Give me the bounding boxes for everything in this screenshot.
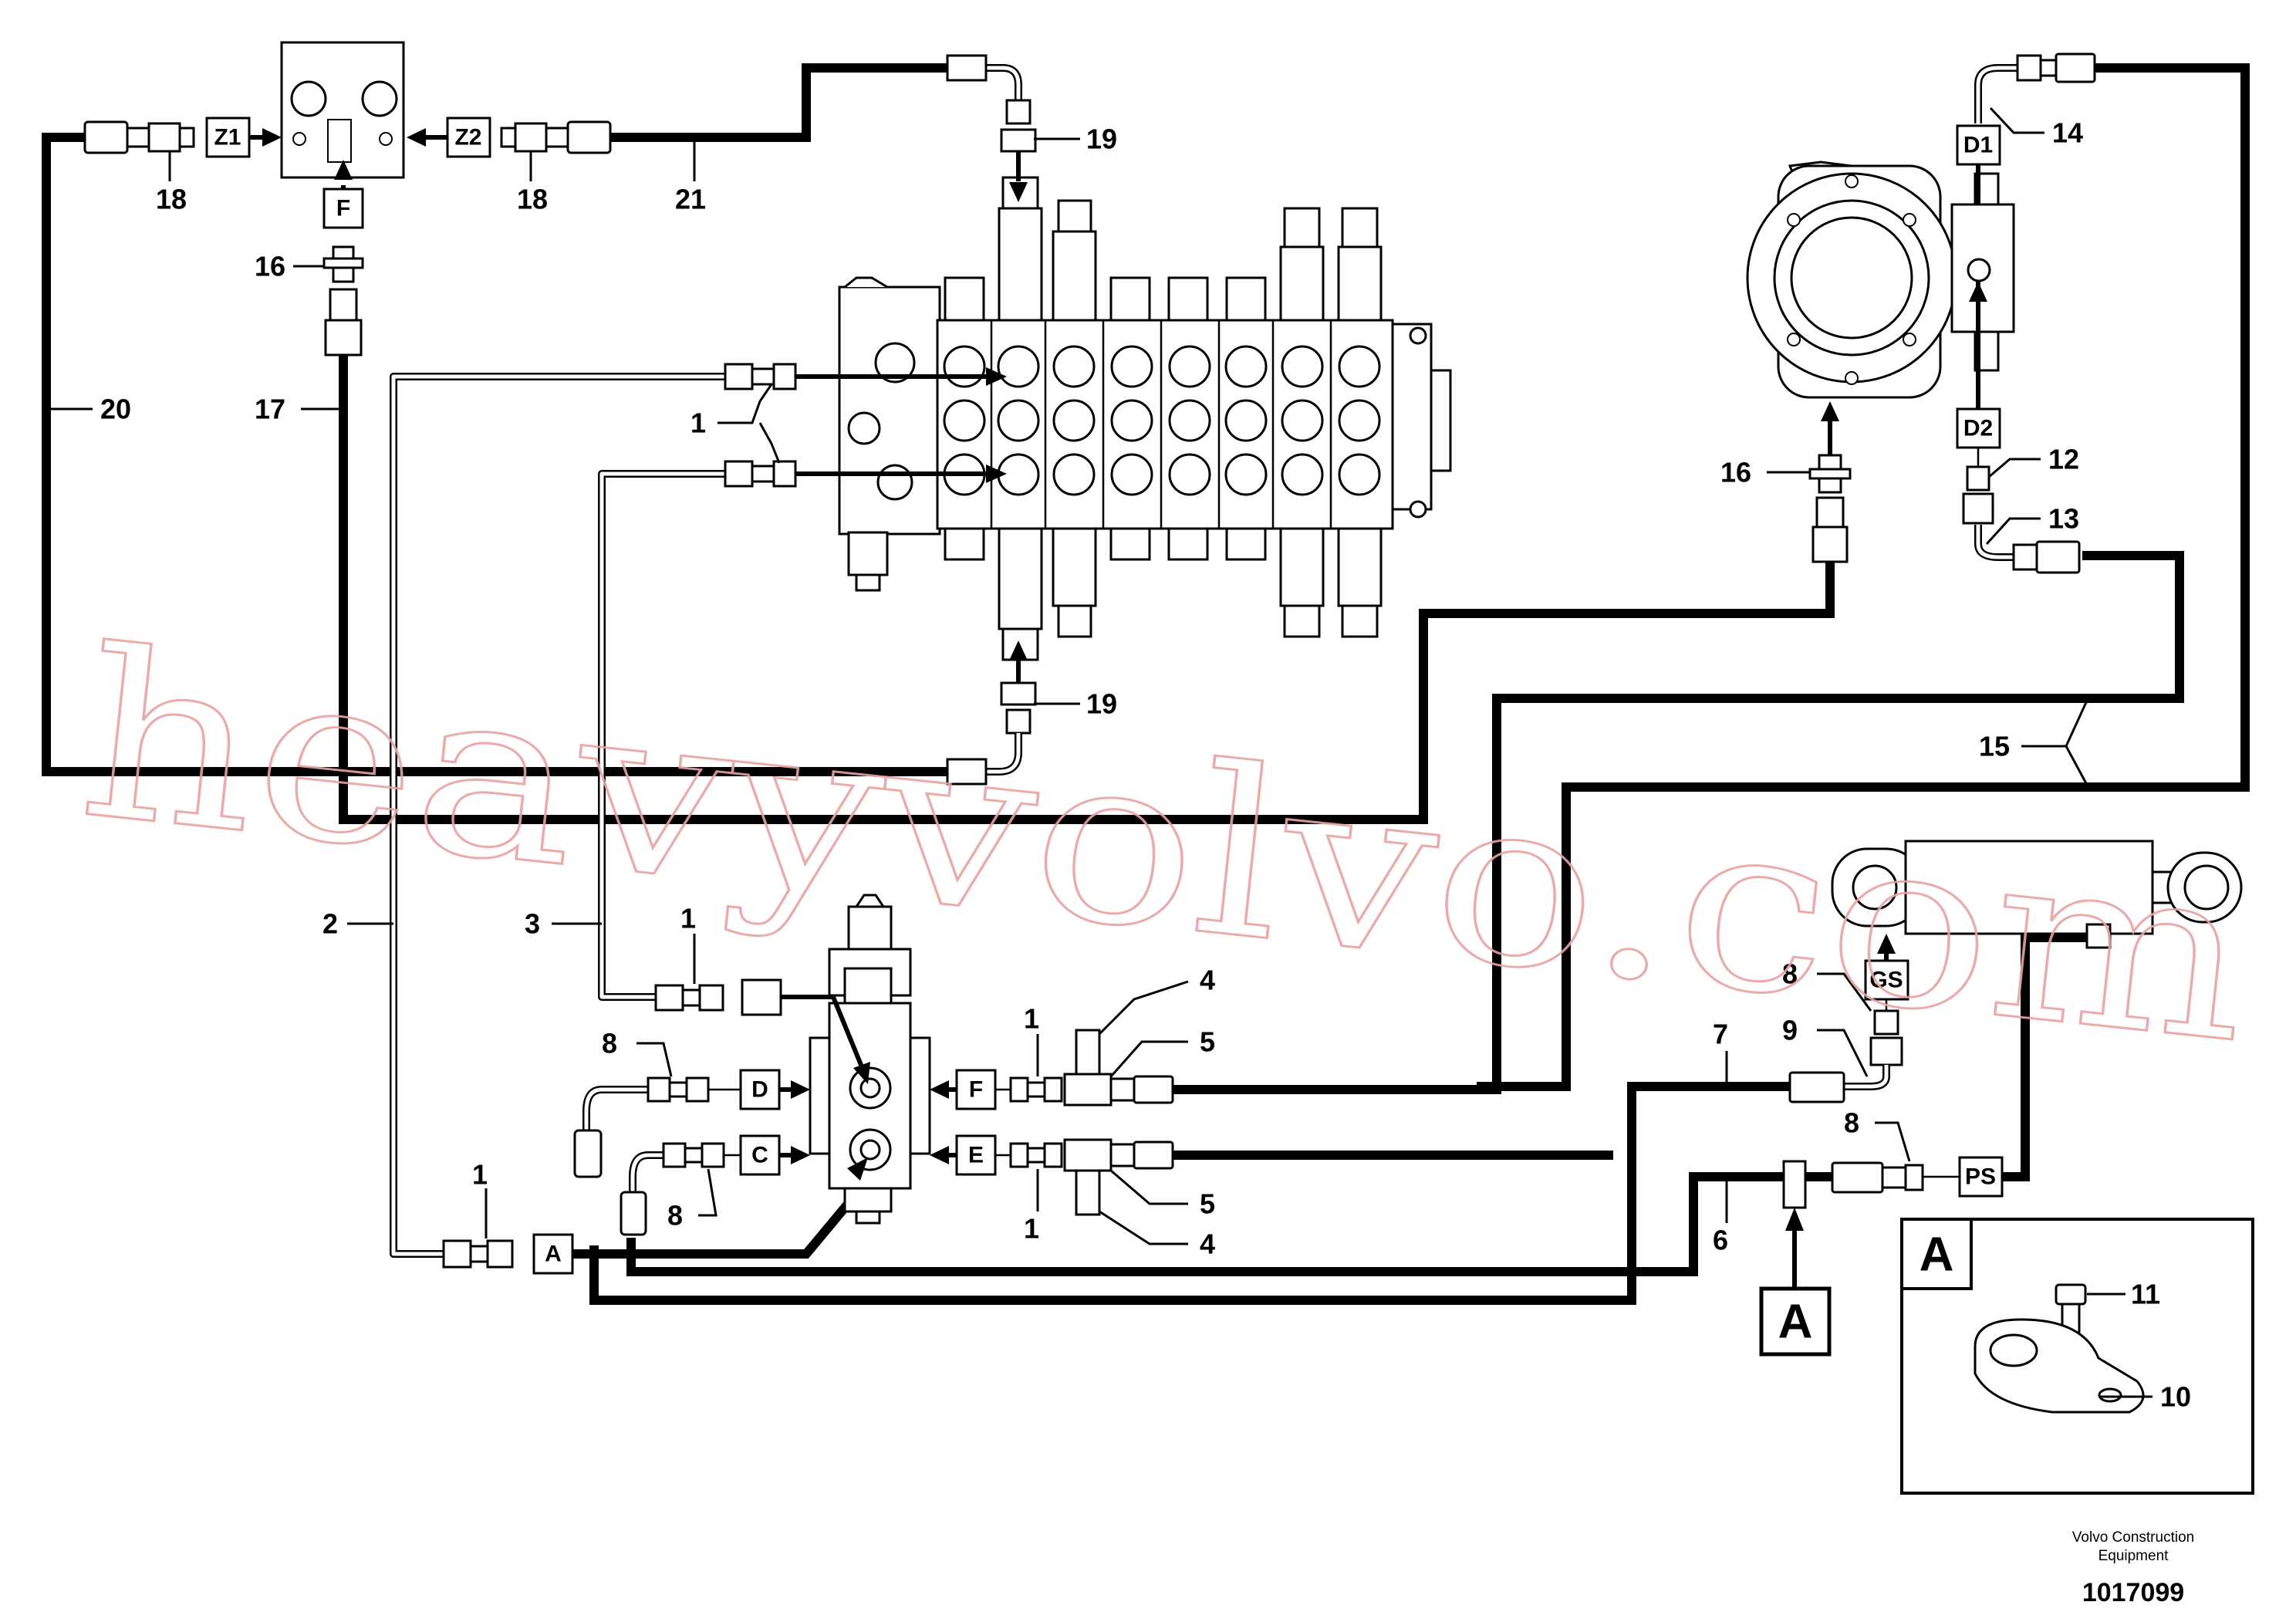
- callout-2: 2: [322, 908, 338, 940]
- callout-13: 13: [2048, 503, 2079, 535]
- port-tag-d: D: [751, 1077, 768, 1103]
- fitting-1-lower: [724, 460, 1007, 488]
- callout-6: 6: [1713, 1225, 1728, 1256]
- top-valve-block: F: [280, 41, 405, 357]
- callouts: 18 18 21 16 20 17 19 19 1 2 3 1: [46, 106, 2191, 1413]
- callout-4-lower: 4: [1200, 1228, 1215, 1260]
- drawing-number: 1017099: [2082, 1578, 2184, 1607]
- callout-4-upper: 4: [1200, 965, 1215, 996]
- callout-11: 11: [2131, 1279, 2160, 1310]
- fitting-12-13: [1962, 448, 2081, 574]
- callout-5-lower: 5: [1200, 1188, 1215, 1220]
- port-tag-d1: D1: [1963, 133, 1993, 158]
- callout-14: 14: [2052, 117, 2083, 149]
- callout-20: 20: [100, 394, 131, 425]
- hose-lines: [42, 63, 2250, 1305]
- callout-8-ps: 8: [1844, 1107, 1859, 1139]
- callout-8-c: 8: [667, 1200, 683, 1232]
- fitting-1-upper: [724, 363, 1007, 390]
- hose-ps: [1997, 933, 2099, 1181]
- port-tag-f-top: F: [336, 196, 350, 221]
- pilot-line-d: [582, 1086, 648, 1130]
- hose-21: [605, 63, 954, 142]
- callout-17: 17: [255, 394, 285, 425]
- callout-18-right: 18: [517, 184, 548, 215]
- hydraulic-cylinder: GS PS A: [1759, 840, 2243, 1357]
- port-tag-a: A: [545, 1242, 562, 1267]
- callout-18-left: 18: [156, 184, 187, 215]
- callout-9: 9: [1782, 1015, 1798, 1046]
- callout-1-port-a: 1: [472, 1159, 488, 1191]
- hose-6: [626, 1172, 1833, 1276]
- callout-1-e: 1: [1024, 1213, 1039, 1245]
- detail-a-box: A: [1900, 1218, 2254, 1495]
- pilot-control-valve: [809, 894, 931, 1225]
- callout-16-left: 16: [255, 251, 285, 282]
- footer: Volvo Construction Equipment 1017099: [2072, 1529, 2194, 1607]
- port-tag-e: E: [968, 1143, 984, 1168]
- callout-1-pilot-top: 1: [680, 903, 696, 934]
- swing-motor: D1 D2: [1746, 124, 2015, 449]
- callout-8-d: 8: [602, 1028, 617, 1059]
- hose-20: [42, 133, 954, 776]
- main-control-valve: [838, 176, 1452, 661]
- callout-3: 3: [525, 908, 540, 940]
- hose-ends-dc: [573, 1129, 647, 1236]
- callout-21: 21: [675, 184, 706, 215]
- callout-19-top: 19: [1086, 123, 1117, 155]
- fitting-1-pilot-top: [654, 978, 870, 1084]
- company-name-line1: Volvo Construction: [2072, 1529, 2194, 1546]
- hose-17: [339, 350, 1835, 824]
- fitting-14: [1974, 52, 2096, 123]
- callout-15: 15: [1979, 731, 2010, 762]
- callout-7: 7: [1713, 1019, 1728, 1050]
- hose-15-upper: [1477, 63, 2250, 1091]
- z1-fitting: Z1: [83, 117, 282, 158]
- callout-8-gs: 8: [1782, 958, 1798, 990]
- callout-10: 10: [2160, 1381, 2191, 1413]
- company-name-line2: Equipment: [2098, 1548, 2169, 1564]
- callout-5-upper: 5: [1200, 1026, 1215, 1058]
- callout-12: 12: [2048, 444, 2079, 475]
- port-tag-z1: Z1: [214, 125, 241, 150]
- hose-a-stub: [535, 1178, 871, 1259]
- fitting-16-right: [1808, 401, 1852, 563]
- detail-box-label: A: [1920, 1228, 1954, 1282]
- hose-7: [589, 1082, 1795, 1305]
- pilot-valve-ports: D C F E: [647, 1029, 1174, 1216]
- port-tag-f-pilot: F: [969, 1077, 983, 1103]
- detail-marker-a: A: [1778, 1296, 1813, 1349]
- port-tag-d2: D2: [1963, 416, 1993, 441]
- port-tag-z2: Z2: [454, 125, 481, 150]
- callout-1-f: 1: [1024, 1003, 1039, 1035]
- port-tag-gs: GS: [1869, 968, 1903, 993]
- fitting-19-bottom: [946, 640, 1037, 786]
- port-tag-ps: PS: [1965, 1164, 1996, 1190]
- hose-15-lower: [1168, 551, 2184, 1094]
- callout-19-bottom: 19: [1086, 688, 1117, 720]
- pilot-lines: [390, 373, 725, 1258]
- callout-16-right: 16: [1720, 457, 1751, 488]
- callout-1-main-valve: 1: [690, 407, 706, 439]
- port-tag-c: C: [751, 1143, 768, 1168]
- z2-fitting: Z2: [407, 117, 612, 158]
- fitting-1-port-a: A: [442, 1157, 868, 1275]
- fitting-19-top: [946, 54, 1037, 202]
- watermark-text: heavyvolvo.com: [70, 600, 2262, 1095]
